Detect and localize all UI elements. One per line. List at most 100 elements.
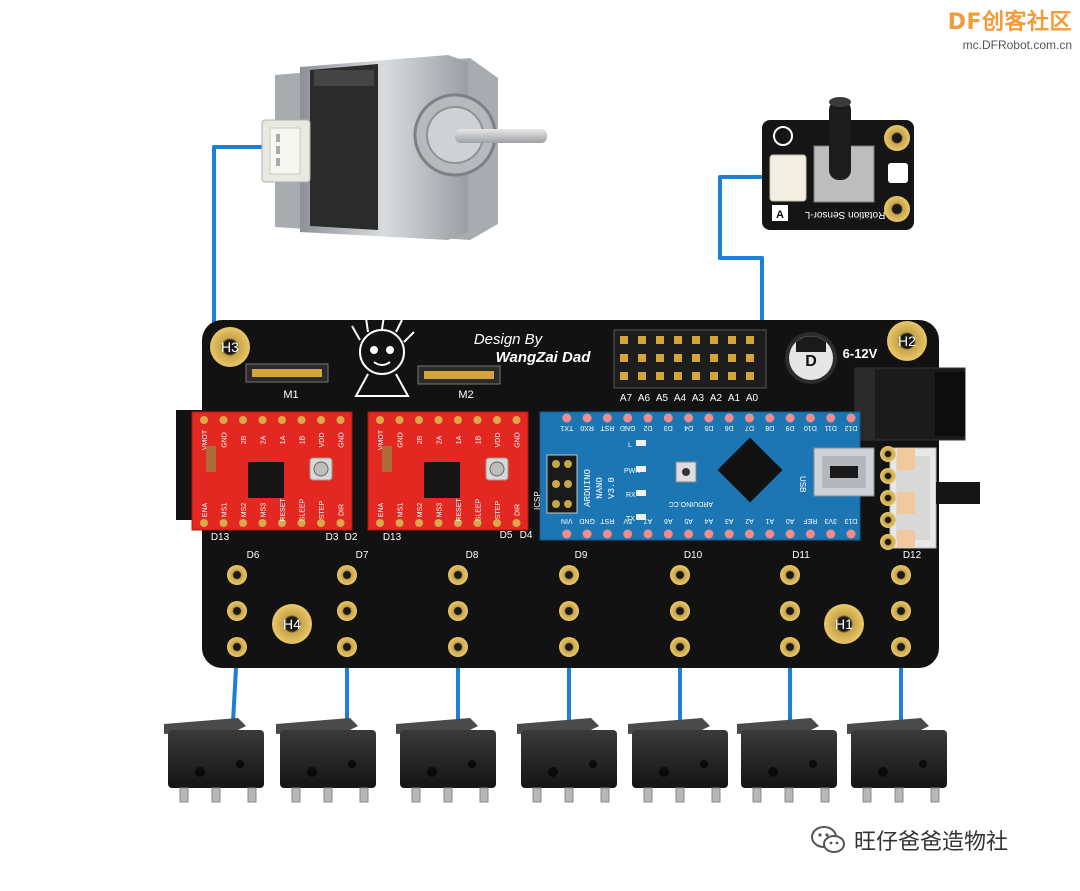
driver-potentiometer-knob	[489, 461, 505, 477]
header-pin	[746, 372, 754, 380]
switch-terminal-pad	[227, 565, 247, 585]
nano-pin	[745, 529, 754, 539]
header-pin	[710, 336, 718, 344]
mounting-hole-h4	[272, 604, 312, 644]
driver-bottom-pin-label: MS2	[417, 503, 424, 518]
switch-terminal-pad	[559, 637, 579, 657]
driver-top-pin-label: GND	[339, 432, 346, 448]
designer-logo	[351, 315, 415, 397]
header-pin	[710, 372, 718, 380]
nano-top-pin-label: RX0	[580, 424, 594, 431]
switch-terminal-pad	[448, 637, 468, 657]
nano-pin	[724, 529, 734, 539]
driver-pin	[415, 416, 423, 424]
driver-bottom-pin-label: STEP	[319, 501, 326, 520]
nano-pin	[582, 413, 592, 423]
nano-top-pin-label: D11	[824, 424, 836, 431]
nano-pin	[582, 529, 592, 539]
sensor-type-mark: A	[776, 209, 784, 221]
limit-switch	[276, 718, 376, 803]
nano-top-pin-label: D3	[664, 424, 673, 431]
header-pin	[674, 372, 682, 380]
nano-pin	[765, 529, 775, 539]
analog-label-a5: A5	[656, 393, 669, 404]
driver-pin	[336, 416, 345, 424]
header-pin	[674, 354, 682, 362]
driver-pin	[278, 416, 286, 424]
analog-label-a4: A4	[674, 393, 687, 404]
nano-leds: L PWR RX TX	[624, 440, 646, 523]
power-label: 6-12V	[843, 346, 878, 361]
nano-pin	[562, 529, 572, 539]
driver1-label-d3: D3	[326, 532, 339, 543]
rotation-sensor: A Rotation Sensor-L	[762, 97, 914, 230]
limit-switch	[164, 718, 264, 803]
header-pin	[710, 354, 718, 362]
nano-top-pin-label: D9	[786, 424, 795, 431]
watermark-url: mc.DFRobot.com.cn	[962, 38, 1072, 52]
nano-led-pwr: PWR	[624, 468, 640, 475]
nano-top-pin-label: D5	[704, 424, 713, 431]
driver-potentiometer-knob	[313, 461, 329, 477]
header-pin	[674, 336, 682, 344]
nano-top-pin-label: D12	[844, 424, 857, 431]
sensor-wire	[718, 175, 773, 342]
nano-usb-label: USB	[798, 476, 807, 492]
driver-top-pin-label: VDD	[319, 433, 326, 448]
limit-switches	[164, 718, 947, 803]
mounting-hole-h3	[210, 327, 250, 367]
driver-bottom-pin-label: MS1	[398, 503, 405, 518]
driver-pin	[258, 519, 267, 527]
nano-pin	[765, 413, 775, 423]
analog-header-pins	[620, 336, 754, 380]
driver-top-pin-label: 1A	[456, 435, 463, 444]
dfrobot-watermark: DF创客社区 mc.DFRobot.com.cn	[948, 4, 1072, 52]
driver-bottom-pin-label: ENA	[202, 502, 209, 517]
driver-pin	[376, 519, 384, 527]
driver-pin	[297, 519, 306, 527]
driver-top-pin-label: GND	[515, 432, 522, 448]
driver-bottom-pin-label: MS3	[437, 503, 444, 518]
capacitor-mark: D	[805, 353, 817, 370]
nano-pin	[602, 529, 612, 539]
driver-pin	[376, 416, 384, 424]
driver-pin	[317, 416, 325, 424]
capacitor: D	[785, 332, 837, 384]
nano-bottom-pin-label: A5	[684, 517, 693, 524]
driver-pin	[493, 416, 501, 424]
driver-bottom-pin-label: MS2	[241, 503, 248, 518]
nano-top-pin-label: TX1	[560, 424, 573, 431]
nano-pin	[602, 413, 612, 423]
limit-switch	[628, 718, 728, 803]
driver-resistor	[206, 446, 216, 472]
design-by-label: Design By	[474, 331, 544, 348]
driver-pin	[454, 416, 462, 424]
header-pin	[638, 354, 646, 362]
header-pin	[692, 354, 700, 362]
nano-top-pin-label: D2	[643, 424, 652, 431]
driver2-label-d13: D13	[383, 532, 402, 543]
driver-top-pin-label: GND	[222, 432, 229, 448]
nano-model-line3: V3.0	[607, 477, 617, 499]
nano-pin	[704, 413, 714, 423]
header-pin	[620, 354, 628, 362]
driver-top-pin-label: GND	[398, 432, 405, 448]
driver2-label-d5: D5	[500, 530, 513, 541]
driver-top-pin-label: 2A	[437, 435, 444, 444]
driver-pin	[473, 519, 482, 527]
nano-bottom-pin-label: VIN	[561, 517, 573, 524]
switch-terminal-pad	[670, 601, 690, 621]
mounting-hole-label: H1	[835, 616, 853, 632]
driver-bottom-pin-label: RESET	[456, 498, 463, 522]
nano-pin	[623, 413, 633, 423]
dc-jack	[854, 367, 966, 441]
nano-top-pin-label: D7	[745, 424, 754, 431]
analog-label-a1: A1	[728, 393, 741, 404]
driver-chip	[424, 462, 460, 498]
nano-pin	[785, 413, 795, 423]
nano-bottom-pin-label: 3V3	[824, 517, 837, 524]
